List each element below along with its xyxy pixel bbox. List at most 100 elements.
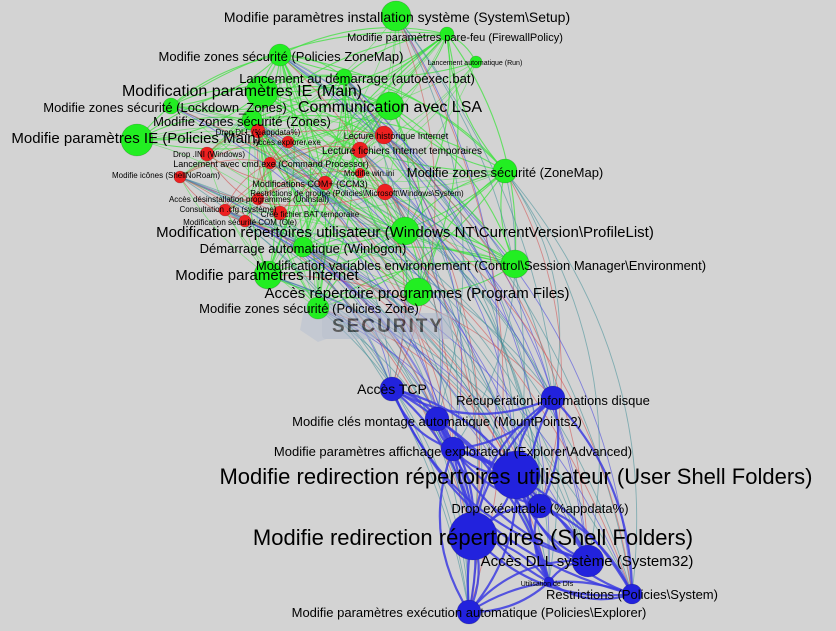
- red-node-label: Modifie win.ini: [344, 169, 394, 178]
- green-node-label: Modifie zones sécurité (Zones): [153, 114, 331, 129]
- graph-edge: [504, 170, 638, 595]
- graph-edge: [269, 162, 541, 507]
- red-node-label: Modifications COM+ (CCM3): [252, 179, 367, 189]
- blue-node-label: Accès DLL système (System32): [481, 553, 694, 570]
- graph-edge: [359, 149, 479, 537]
- green-node-g7[interactable]: [162, 97, 180, 115]
- blue-node-label: Accès TCP: [357, 381, 427, 397]
- green-node-g10[interactable]: [120, 123, 154, 157]
- graph-edge: [359, 149, 419, 293]
- green-node-label: Modifie zones sécurité (Policies Zone): [199, 301, 419, 316]
- green-node-g12[interactable]: [390, 216, 420, 246]
- blue-node-label: Modifie paramètres affichage explorateur…: [274, 444, 632, 459]
- graph-edge: [504, 170, 562, 507]
- green-node-label: Lancement automatique (Run): [428, 60, 523, 67]
- green-node-g13[interactable]: [292, 236, 314, 258]
- red-node-label: Drop DLL (%appdata%): [216, 128, 301, 137]
- graph-edge: [224, 170, 506, 214]
- blue-node-label: Restrictions (Policies\System): [546, 587, 718, 602]
- red-node-r11[interactable]: [251, 192, 265, 206]
- red-node-r4[interactable]: [351, 141, 369, 159]
- red-node-label: Accès désinstallation programmes (Uninst…: [169, 195, 329, 204]
- blue-node-b5[interactable]: [491, 450, 541, 500]
- red-node-r2[interactable]: [374, 125, 394, 145]
- graph-edge: [302, 246, 474, 537]
- red-node-r13[interactable]: [272, 205, 288, 221]
- green-node-g16[interactable]: [403, 277, 433, 307]
- green-node-g11[interactable]: [492, 158, 518, 184]
- red-node-r1[interactable]: [250, 123, 266, 139]
- graph-edge: [395, 15, 499, 537]
- red-node-label: Modification sécurité COM (Ole): [183, 218, 297, 227]
- blue-node-b1[interactable]: [379, 376, 405, 402]
- graph-edge: [267, 274, 633, 595]
- green-node-g4[interactable]: [469, 55, 483, 69]
- graph-edge: [384, 191, 633, 595]
- green-node-label: Accès répertoire programmes (Program Fil…: [264, 285, 569, 302]
- blue-node-b4[interactable]: [440, 436, 466, 462]
- labels-layer: Modifie paramètres installation système …: [11, 9, 812, 620]
- blue-node-b10[interactable]: [621, 583, 643, 605]
- graph-edge: [179, 54, 281, 178]
- red-node-label: Accès explorer.exe: [253, 138, 321, 147]
- graph-edge: [251, 119, 393, 390]
- red-node-label: Drop .INI (Windows): [173, 150, 245, 159]
- green-node-g17[interactable]: [306, 296, 330, 320]
- graph-edge: [452, 447, 633, 595]
- red-node-r6[interactable]: [263, 156, 277, 170]
- graph-edge: [136, 76, 345, 141]
- graph-edge: [279, 54, 477, 77]
- red-node-label: Lecture historique Internet: [344, 131, 449, 141]
- graph-edge: [446, 33, 517, 265]
- red-node-label: Consultation .cfg (système): [180, 205, 277, 214]
- red-node-label: Lecture fichiers Internet temporaires: [322, 146, 482, 157]
- blue-node-b3[interactable]: [424, 406, 450, 432]
- green-node-label: Modifie paramètres installation système …: [224, 9, 570, 25]
- red-node-r3[interactable]: [281, 135, 295, 149]
- graph-edge: [170, 54, 281, 107]
- green-node-label: Modifie zones sécurité (Policies ZoneMap…: [159, 49, 404, 64]
- green-node-label: Modifie zones sécurité (ZoneMap): [407, 165, 604, 180]
- green-node-g15[interactable]: [253, 260, 283, 290]
- red-node-r9[interactable]: [317, 175, 333, 191]
- graph-edge: [279, 61, 477, 214]
- graph-edge: [504, 170, 600, 562]
- green-node-g1[interactable]: [380, 0, 412, 32]
- red-node-r12[interactable]: [218, 203, 232, 217]
- green-node-g6[interactable]: [245, 75, 279, 109]
- red-node-label: Crée fichier BAT temporaire: [261, 210, 360, 219]
- graph-edge: [224, 105, 391, 211]
- blue-node-b2[interactable]: [540, 385, 566, 411]
- red-node-r10[interactable]: [376, 183, 394, 201]
- blue-node-b8[interactable]: [571, 544, 605, 578]
- green-node-g5[interactable]: [335, 68, 353, 86]
- graph-edge: [452, 170, 516, 450]
- red-node-r8[interactable]: [173, 170, 187, 184]
- red-node-r14[interactable]: [238, 214, 252, 228]
- graph-edge: [257, 61, 477, 132]
- green-node-g3[interactable]: [268, 43, 292, 67]
- green-node-g2[interactable]: [439, 26, 455, 42]
- graph-edge: [256, 130, 281, 214]
- blue-node-b9[interactable]: [543, 576, 555, 588]
- graph-edge: [269, 162, 589, 562]
- green-node-g14[interactable]: [500, 249, 530, 279]
- blue-node-label: Modifie paramètres exécution automatique…: [292, 605, 647, 620]
- blue-node-b6[interactable]: [527, 493, 553, 519]
- graph-edge: [251, 115, 506, 172]
- blue-node-b11[interactable]: [456, 599, 482, 625]
- red-node-r7[interactable]: [354, 167, 366, 179]
- graph-edge: [391, 388, 554, 415]
- graph-edge: [251, 119, 438, 420]
- graph-edge: [287, 141, 516, 265]
- green-node-g8[interactable]: [375, 91, 405, 121]
- blue-node-b7[interactable]: [448, 511, 498, 561]
- green-node-label: Modifie paramètres IE (Policies Main): [11, 130, 260, 147]
- graph-edge: [267, 54, 295, 276]
- green-node-label: Modifie zones sécurité (Lockdown_Zones): [43, 100, 287, 115]
- red-node-r5[interactable]: [199, 146, 215, 162]
- graph-edge: [389, 105, 506, 172]
- graph-edge: [384, 61, 477, 193]
- blue-node-label: Modifie redirection répertoires (Shell F…: [253, 525, 693, 550]
- red-node-label: Lancement avec cmd.exe (Command Processo…: [173, 159, 369, 169]
